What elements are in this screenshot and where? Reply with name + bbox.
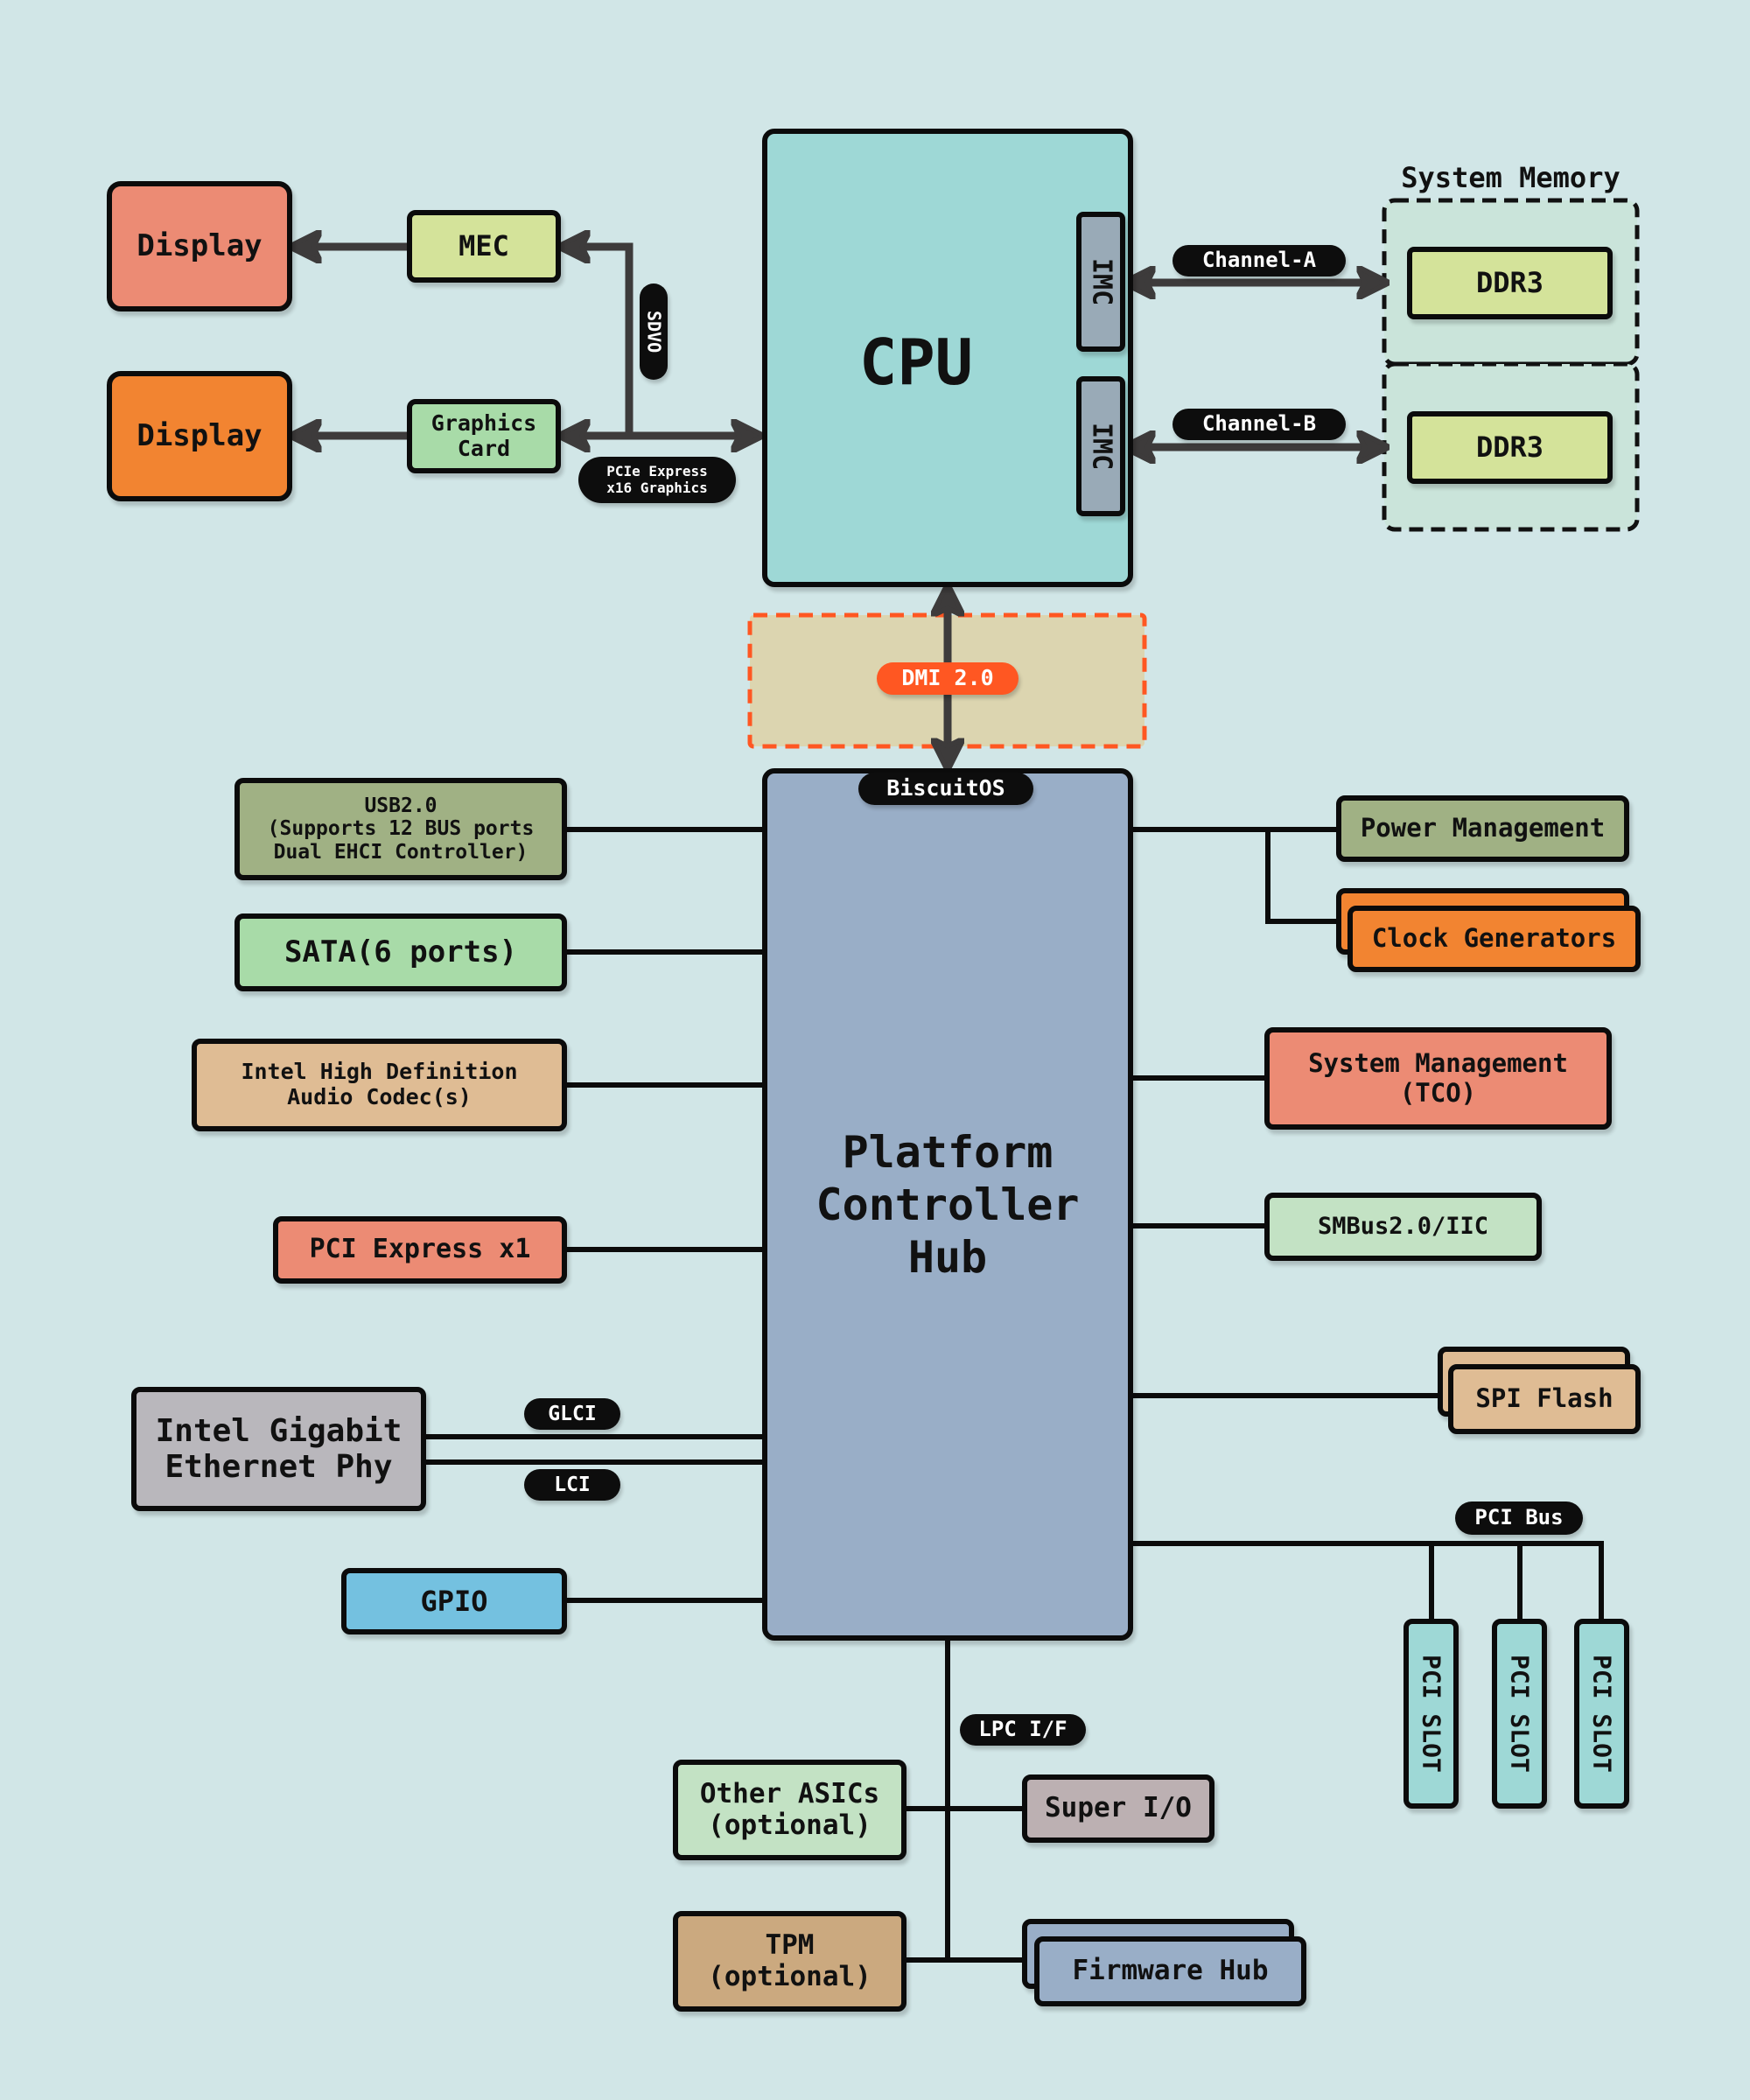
- tpm-box: TPM (optional): [673, 1911, 906, 2012]
- mec-box: MEC: [407, 210, 561, 283]
- audio-box: Intel High Definition Audio Codec(s): [192, 1039, 567, 1131]
- display-2: Display: [107, 371, 292, 501]
- ddr3-module-b: DDR3: [1407, 411, 1613, 484]
- biscuitos-badge: BiscuitOS: [858, 773, 1033, 805]
- pci-slot-2: PCI SLOT: [1492, 1619, 1547, 1809]
- lpc-label: LPC I/F: [960, 1714, 1086, 1746]
- sdvo-label: SDVO: [640, 284, 668, 380]
- imc-1: IMC: [1076, 212, 1125, 352]
- ddr3-module-a: DDR3: [1407, 247, 1613, 319]
- firmware-hub-box: Firmware Hub: [1034, 1936, 1306, 2006]
- other-asics-box: Other ASICs (optional): [673, 1760, 906, 1860]
- pci-bus-line: [1131, 1541, 1604, 1622]
- super-io-box: Super I/O: [1022, 1774, 1214, 1843]
- channel-b-label: Channel-B: [1172, 409, 1346, 440]
- power-management-box: Power Management: [1336, 795, 1629, 862]
- cpu-box: CPU: [762, 129, 1133, 587]
- gpio-box: GPIO: [341, 1568, 567, 1634]
- system-memory-title: System Memory: [1401, 161, 1620, 194]
- pci-bus-label: PCI Bus: [1455, 1502, 1583, 1535]
- imc-2: IMC: [1076, 376, 1125, 516]
- spi-flash-box: SPI Flash: [1448, 1364, 1641, 1434]
- channel-a-label: Channel-A: [1172, 245, 1346, 276]
- dmi-label: DMI 2.0: [877, 662, 1018, 695]
- usb-box: USB2.0 (Supports 12 BUS ports Dual EHCI …: [234, 778, 567, 880]
- display-1: Display: [107, 181, 292, 312]
- system-management-box: System Management (TCO): [1264, 1027, 1612, 1130]
- pch-box: Platform Controller Hub: [762, 768, 1133, 1641]
- glci-label: GLCI: [524, 1398, 620, 1430]
- ethernet-box: Intel Gigabit Ethernet Phy: [131, 1387, 426, 1511]
- lci-label: LCI: [524, 1469, 620, 1501]
- sata-box: SATA(6 ports): [234, 914, 567, 991]
- pci-slot-3: PCI SLOT: [1574, 1619, 1629, 1809]
- clock-line: [1265, 830, 1339, 924]
- pcie-x1-box: PCI Express x1: [273, 1216, 567, 1284]
- smbus-box: SMBus2.0/IIC: [1264, 1193, 1542, 1261]
- cpu-label: CPU: [858, 326, 974, 399]
- pcie-x16-label: PCIe Express x16 Graphics: [578, 457, 736, 503]
- graphics-card-box: Graphics Card: [407, 399, 561, 473]
- sdvo-line: [570, 247, 634, 436]
- pci-slot-1: PCI SLOT: [1404, 1619, 1459, 1809]
- clock-generators-box: Clock Generators: [1348, 906, 1641, 972]
